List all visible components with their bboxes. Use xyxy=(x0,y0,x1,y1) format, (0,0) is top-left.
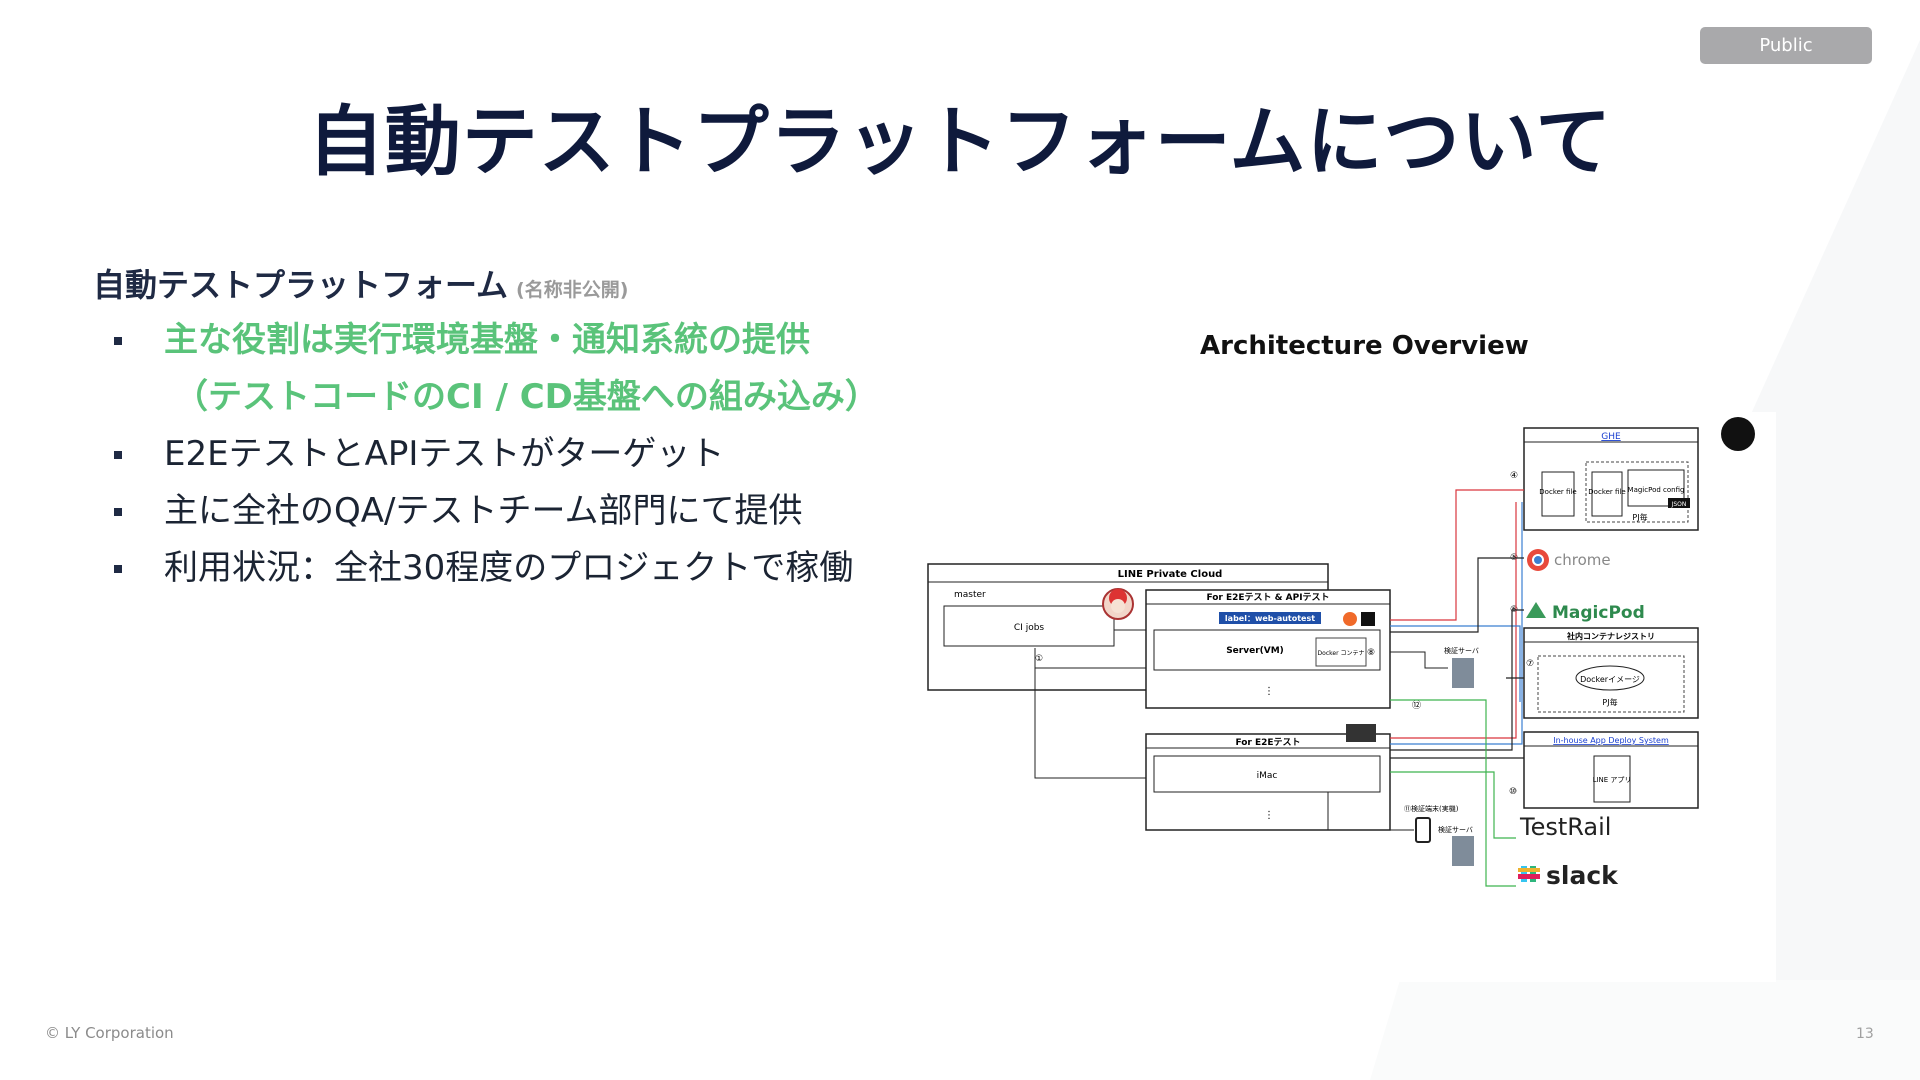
connector-green-2 xyxy=(1390,771,1516,839)
bullet-item: 主に全社のQA/テストチーム部門にて提供 xyxy=(112,483,879,540)
dockerfile-icon-2 xyxy=(1591,471,1623,517)
docker-image-label: Dockerイメージ xyxy=(1580,675,1640,684)
marker-10: ⑩ xyxy=(1509,787,1517,797)
tool-icon xyxy=(1361,612,1375,626)
magicpod-label: MagicPod xyxy=(1552,603,1645,623)
marker-1: ① xyxy=(1035,654,1043,664)
imac-box xyxy=(1153,755,1381,793)
bullet-text: E2EテストとAPIテストがターゲット xyxy=(164,434,725,474)
public-badge: Public xyxy=(1700,27,1872,64)
line-app-label: LINE アプリ xyxy=(1593,776,1632,784)
page-number: 13 xyxy=(1856,1026,1874,1042)
docker-container-box xyxy=(1315,637,1367,667)
marker-12: ⑫ xyxy=(1412,700,1421,711)
vertical-dots: ⋮ xyxy=(1264,686,1274,697)
imac-label: iMac xyxy=(1257,771,1278,781)
deploy-system-label: In-house App Deploy System xyxy=(1553,736,1669,745)
bullet-text-continuation: （テストコードのCI / CD基盤への組み込み） xyxy=(174,377,879,417)
testrail-label: TestRail xyxy=(1519,813,1611,841)
bullet-text: 主な役割は実行環境基盤・通知系統の提供 xyxy=(164,320,810,360)
server-vm-label: Server(VM) xyxy=(1226,646,1284,656)
section-heading-text: 自動テストプラットフォーム xyxy=(93,266,509,304)
arrow-ci-to-vm xyxy=(1034,648,1146,669)
registry-pj-label: PJ毎 xyxy=(1602,697,1617,707)
jenkins-icon xyxy=(1102,588,1134,620)
bullet-item: 主な役割は実行環境基盤・通知系統の提供 （テストコードのCI / CD基盤への組… xyxy=(112,312,879,426)
bullet-item: 利用状況：全社30程度のプロジェクトで稼働 xyxy=(112,540,879,597)
magicpod-icon xyxy=(1526,602,1546,618)
json-tag-text: JSON xyxy=(1671,501,1687,508)
registry-pj-box xyxy=(1537,655,1685,713)
bullet-marker xyxy=(114,508,122,516)
json-tag xyxy=(1668,498,1690,508)
arrow-ci-to-imac xyxy=(1034,668,1146,779)
docker-container-label: Docker コンテナ xyxy=(1318,650,1365,657)
verify-server-label: 検証サーバ xyxy=(1444,646,1479,655)
connector-green xyxy=(1390,699,1516,887)
connector-black xyxy=(1390,557,1524,633)
slide-title: 自動テストプラットフォームについて xyxy=(307,97,1613,186)
registry-label: 社内コンテナレジストリ xyxy=(1566,631,1655,641)
github-icon xyxy=(1721,417,1755,451)
e2e-label: For E2Eテスト xyxy=(1235,737,1300,748)
dockerfile-label-2: Docker file xyxy=(1588,488,1625,496)
bullet-marker xyxy=(114,451,122,459)
vertical-dots-2: ⋮ xyxy=(1264,810,1274,821)
verify-device-label: ⑪検証端末(実機) xyxy=(1404,804,1459,813)
bullet-text: 利用状況：全社30程度のプロジェクトで稼働 xyxy=(164,548,854,588)
master-label: master xyxy=(954,590,986,600)
footer-copyright: © LY Corporation xyxy=(45,1024,174,1042)
ci-jobs-box xyxy=(943,605,1115,647)
marker-8: ⑧ xyxy=(1367,648,1375,658)
bullet-text: 主に全社のQA/テストチーム部門にて提供 xyxy=(164,491,803,531)
bullet-marker xyxy=(114,565,122,573)
connector-red xyxy=(1390,489,1524,621)
line-private-cloud-label: LINE Private Cloud xyxy=(1118,569,1223,580)
arrow-imac-to-device xyxy=(1327,792,1414,831)
bullet-item: E2EテストとAPIテストがターゲット xyxy=(112,426,879,483)
dockerfile-icon xyxy=(1541,471,1575,517)
connector-black-2 xyxy=(1390,609,1524,751)
architecture-diagram-svg: LINE Private Cloud master CI jobs ① For … xyxy=(927,417,1755,890)
pj-each-label: PJ毎 xyxy=(1632,512,1647,522)
chrome-label: chrome xyxy=(1554,551,1611,569)
slack-label: slack xyxy=(1546,861,1619,890)
laptop-icon xyxy=(1346,724,1376,742)
e2e-api-label: For E2Eテスト & APIテスト xyxy=(1206,592,1329,603)
verify-server-icon xyxy=(1452,658,1474,688)
label-tag xyxy=(1219,612,1321,624)
architecture-diagram: LINE Private Cloud master CI jobs ① For … xyxy=(920,412,1776,982)
ci-jobs-label: CI jobs xyxy=(1014,623,1045,633)
marker-7: ⑦ xyxy=(1526,659,1534,669)
marker-4: ④ xyxy=(1510,471,1518,481)
magicpod-config-label: MagicPod config xyxy=(1628,486,1685,494)
verify-server-label-2: 検証サーバ xyxy=(1438,825,1473,834)
bullet-marker xyxy=(114,337,122,345)
pj-group-box xyxy=(1585,461,1689,523)
slack-icon xyxy=(1518,866,1540,882)
label-tag-text: label：web-autotest xyxy=(1225,614,1315,623)
bullet-list: 主な役割は実行環境基盤・通知系統の提供 （テストコードのCI / CD基盤への組… xyxy=(112,312,879,597)
dockerfile-label: Docker file xyxy=(1539,488,1576,496)
phone-icon xyxy=(1415,817,1431,843)
ghe-label: GHE xyxy=(1601,432,1621,442)
connector-red-2 xyxy=(1390,502,1517,739)
line-app-icon xyxy=(1593,755,1631,803)
connector-blue xyxy=(1390,625,1521,702)
docker-image-icon xyxy=(1575,665,1645,691)
verify-server-icon-2 xyxy=(1452,836,1474,866)
connector-blue-2 xyxy=(1390,502,1523,745)
section-heading: 自動テストプラットフォーム (名称非公開) xyxy=(93,260,628,306)
arrow-vm-to-server xyxy=(1390,651,1448,669)
section-heading-note: (名称非公開) xyxy=(516,279,629,301)
postman-icon xyxy=(1343,612,1357,626)
architecture-title: Architecture Overview xyxy=(1200,331,1529,361)
